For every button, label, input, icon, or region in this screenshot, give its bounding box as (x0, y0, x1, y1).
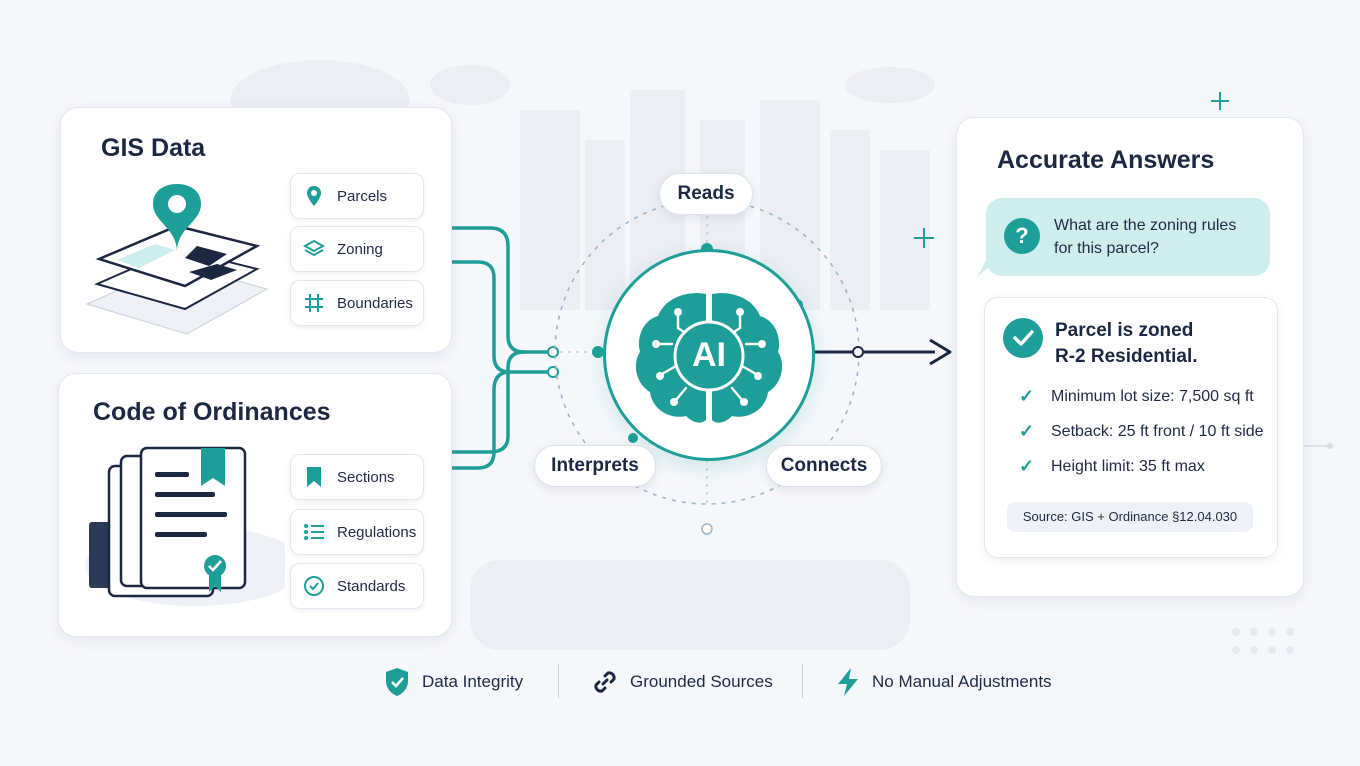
ai-label: AI (692, 336, 726, 374)
detail-row: ✓ Setback: 25 ft front / 10 ft side (1019, 421, 1264, 442)
check-circle-icon (303, 575, 325, 597)
code-of-ordinances-card: Code of Ordinances (58, 373, 452, 637)
footer-label: Data Integrity (422, 672, 524, 691)
layered-map-icon (85, 184, 269, 335)
check-circle-icon (1003, 318, 1043, 358)
gis-item-label: Parcels (337, 187, 388, 205)
gis-item-parcels[interactable]: Parcels (290, 173, 424, 219)
footer-grounded-sources: Grounded Sources (592, 664, 773, 700)
source-badge: Source: GIS + Ordinance §12.04.030 (1007, 502, 1253, 532)
step-connects: Connects (766, 445, 882, 487)
footer-data-integrity: Data Integrity (384, 664, 523, 700)
gis-item-label: Zoning (337, 240, 383, 258)
bookmark-icon (303, 466, 325, 488)
grid-hash-icon (303, 292, 325, 314)
result-title: Parcel is zoned R-2 Residential. (1055, 320, 1198, 367)
gis-item-zoning[interactable]: Zoning (290, 226, 424, 272)
question-text: What are the zoning rules for this parce… (1054, 217, 1237, 257)
ordinance-item-sections[interactable]: Sections (290, 454, 424, 500)
question-icon: ? (1004, 218, 1040, 254)
detail-text: Setback: 25 ft front / 10 ft side (1051, 422, 1264, 440)
step-reads: Reads (659, 173, 753, 215)
footer-label: Grounded Sources (630, 672, 773, 691)
check-icon: ✓ (1019, 421, 1035, 441)
step-interprets: Interprets (534, 445, 656, 487)
ordinances-card-title: Code of Ordinances (93, 398, 331, 426)
gis-item-label: Boundaries (337, 294, 413, 312)
ordinance-item-label: Regulations (337, 523, 417, 541)
detail-text: Height limit: 35 ft max (1051, 457, 1205, 475)
footer-no-manual-adjustments: No Manual Adjustments (836, 664, 1052, 700)
answers-card-title: Accurate Answers (997, 146, 1215, 174)
answer-result-card: Parcel is zoned R-2 Residential. ✓ Minimu… (984, 297, 1278, 558)
detail-text: Minimum lot size: 7,500 sq ft (1051, 387, 1254, 405)
gis-card-title: GIS Data (101, 134, 206, 162)
lightning-bolt-icon (838, 668, 858, 696)
map-pin-icon (303, 185, 325, 207)
bubble-tail (978, 256, 1002, 276)
ordinance-item-label: Sections (337, 468, 395, 486)
ordinance-item-regulations[interactable]: Regulations (290, 509, 424, 555)
check-icon: ✓ (1019, 386, 1035, 406)
ordinance-item-standards[interactable]: Standards (290, 563, 424, 609)
brain-circuit-icon (635, 293, 783, 423)
footer-label: No Manual Adjustments (872, 672, 1052, 691)
gis-item-boundaries[interactable]: Boundaries (290, 280, 424, 326)
list-icon (303, 521, 325, 543)
detail-row: ✓ Minimum lot size: 7,500 sq ft (1019, 386, 1254, 407)
ai-core: AI (603, 249, 815, 461)
detail-row: ✓ Height limit: 35 ft max (1019, 456, 1205, 477)
shield-check-icon (386, 668, 408, 696)
question-bubble: ? What are the zoning rules for this par… (978, 198, 1270, 276)
documents-stack-icon (85, 446, 285, 606)
link-icon (594, 671, 616, 693)
ordinance-item-label: Standards (337, 577, 406, 595)
check-icon: ✓ (1019, 456, 1035, 476)
layers-icon (303, 238, 325, 260)
footer-divider (802, 664, 803, 698)
footer-divider (558, 664, 559, 698)
